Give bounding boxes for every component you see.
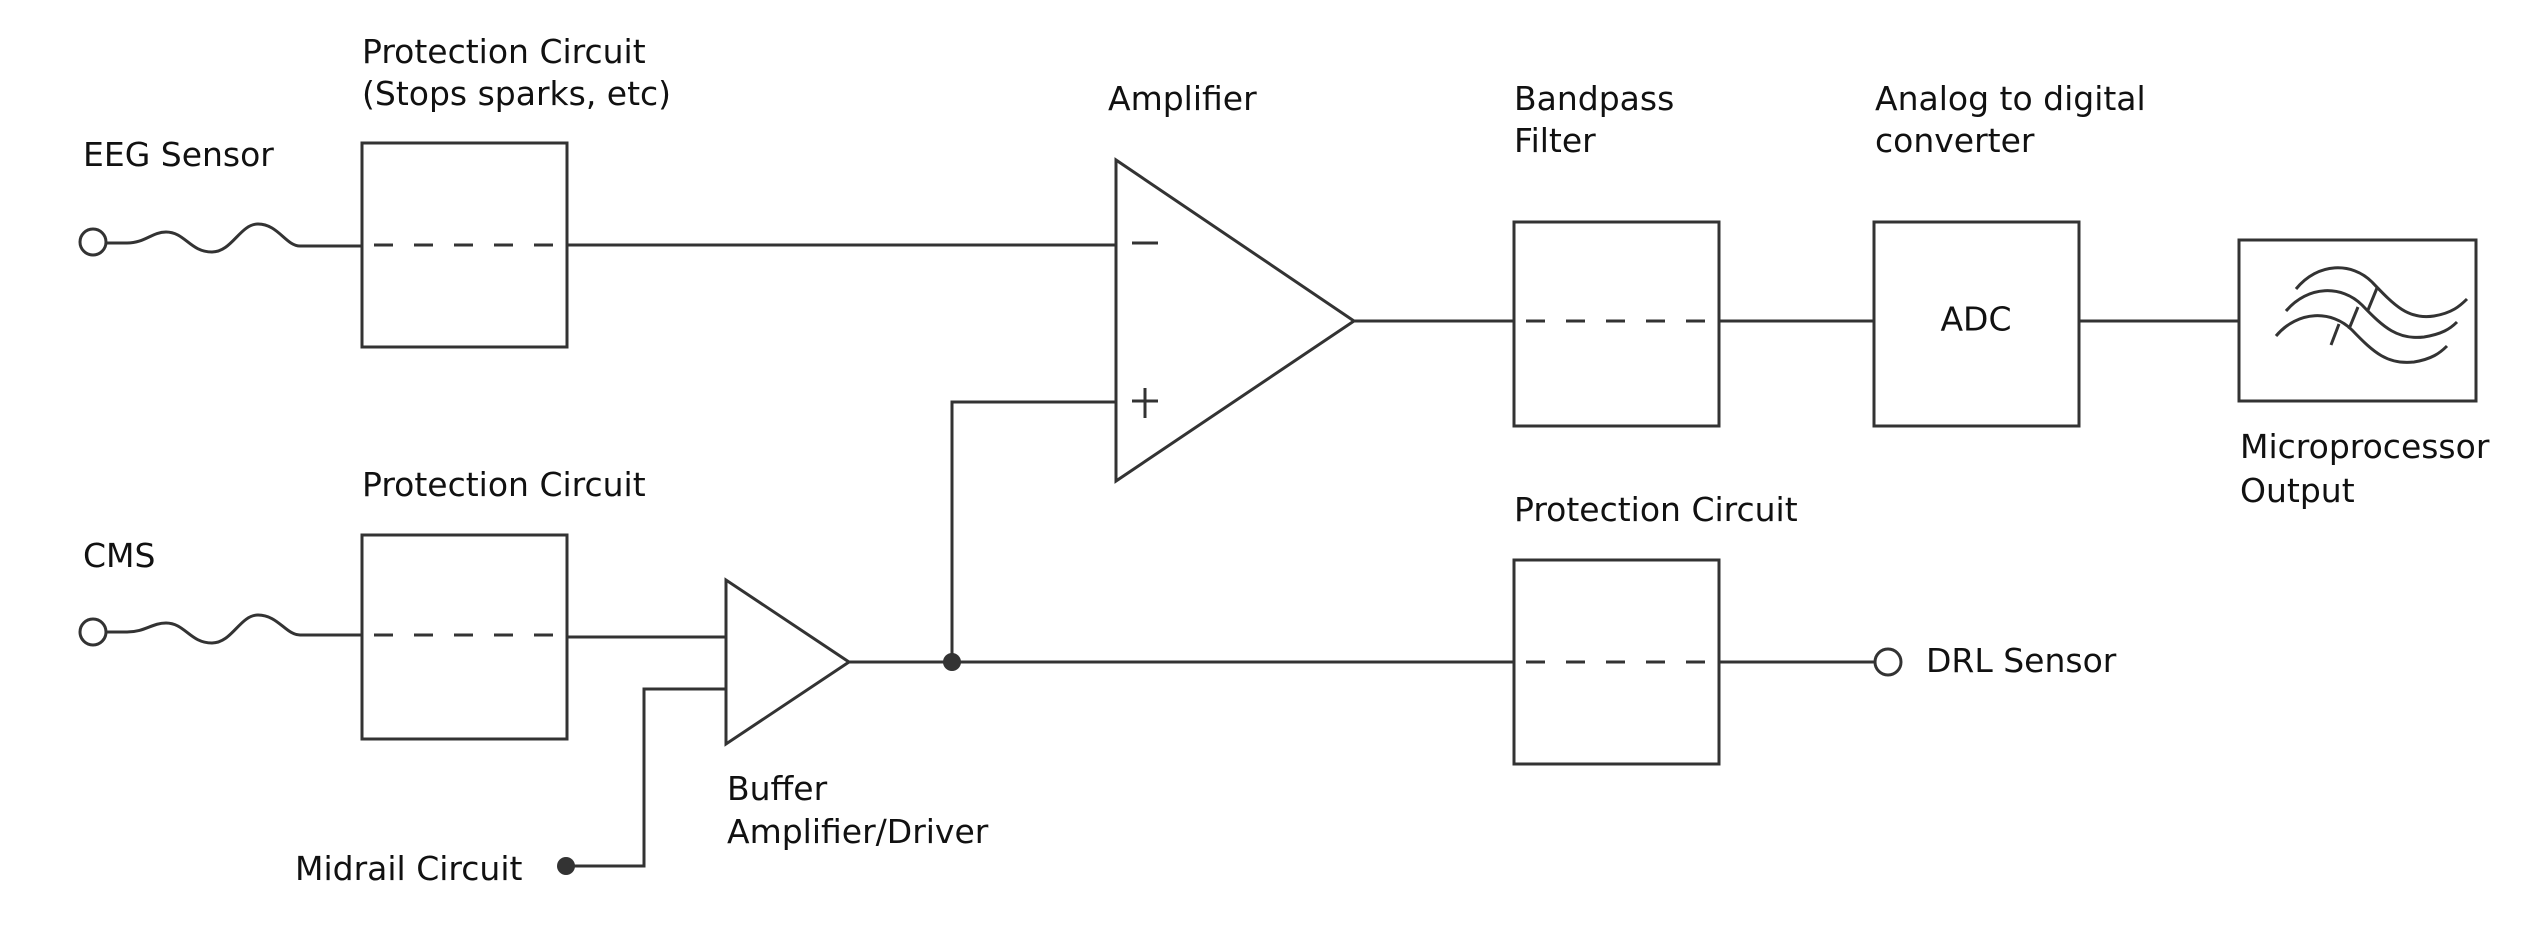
buffer-amplifier-icon bbox=[724, 577, 852, 747]
buffer-label-line1: Buffer bbox=[727, 769, 828, 808]
bandpass-label-line1: Bandpass bbox=[1514, 79, 1674, 118]
junction-node-icon bbox=[943, 653, 961, 671]
micro-label-line1: Microprocessor bbox=[2240, 427, 2490, 466]
adc-label-line1: Analog to digital bbox=[1875, 79, 2146, 118]
protection-drl-label: Protection Circuit bbox=[1514, 490, 1798, 529]
microprocessor-block bbox=[2237, 238, 2478, 403]
protection-eeg-label-line1: Protection Circuit bbox=[362, 32, 646, 71]
adc-label-line2: converter bbox=[1875, 121, 2035, 160]
midrail-label: Midrail Circuit bbox=[295, 849, 522, 888]
eeg-sensor-label: EEG Sensor bbox=[83, 135, 274, 174]
drl-sensor-label: DRL Sensor bbox=[1926, 641, 2117, 680]
micro-label-line2: Output bbox=[2240, 471, 2355, 510]
buffer-label-line2: Amplifier/Driver bbox=[727, 812, 989, 851]
bandpass-label-line2: Filter bbox=[1514, 121, 1596, 160]
adc-block: ADC bbox=[1872, 220, 2081, 428]
protection-eeg-block bbox=[360, 141, 569, 349]
protection-eeg-label-line2: (Stops sparks, etc) bbox=[362, 74, 671, 113]
amplifier-label: Amplifier bbox=[1108, 79, 1257, 118]
waveform-signal-icon bbox=[2274, 266, 2469, 364]
cms-label: CMS bbox=[83, 536, 155, 575]
amplifier-op-amp-icon bbox=[1114, 157, 1357, 484]
adc-box-text: ADC bbox=[1940, 300, 2011, 339]
protection-cms-block bbox=[360, 533, 569, 741]
wire-midrail-to-buffer bbox=[566, 687, 726, 868]
cms-terminal-icon bbox=[78, 617, 108, 647]
cms-lead-wave bbox=[106, 613, 362, 645]
protection-drl-block bbox=[1512, 558, 1721, 766]
bandpass-filter-block bbox=[1512, 220, 1721, 428]
drl-sensor-terminal-icon bbox=[1873, 647, 1903, 677]
eeg-sensor-terminal-icon bbox=[78, 227, 108, 257]
protection-cms-label: Protection Circuit bbox=[362, 465, 646, 504]
wire-buffer-to-amp-plus bbox=[950, 400, 1116, 662]
eeg-sensor-lead-wave bbox=[106, 222, 362, 254]
